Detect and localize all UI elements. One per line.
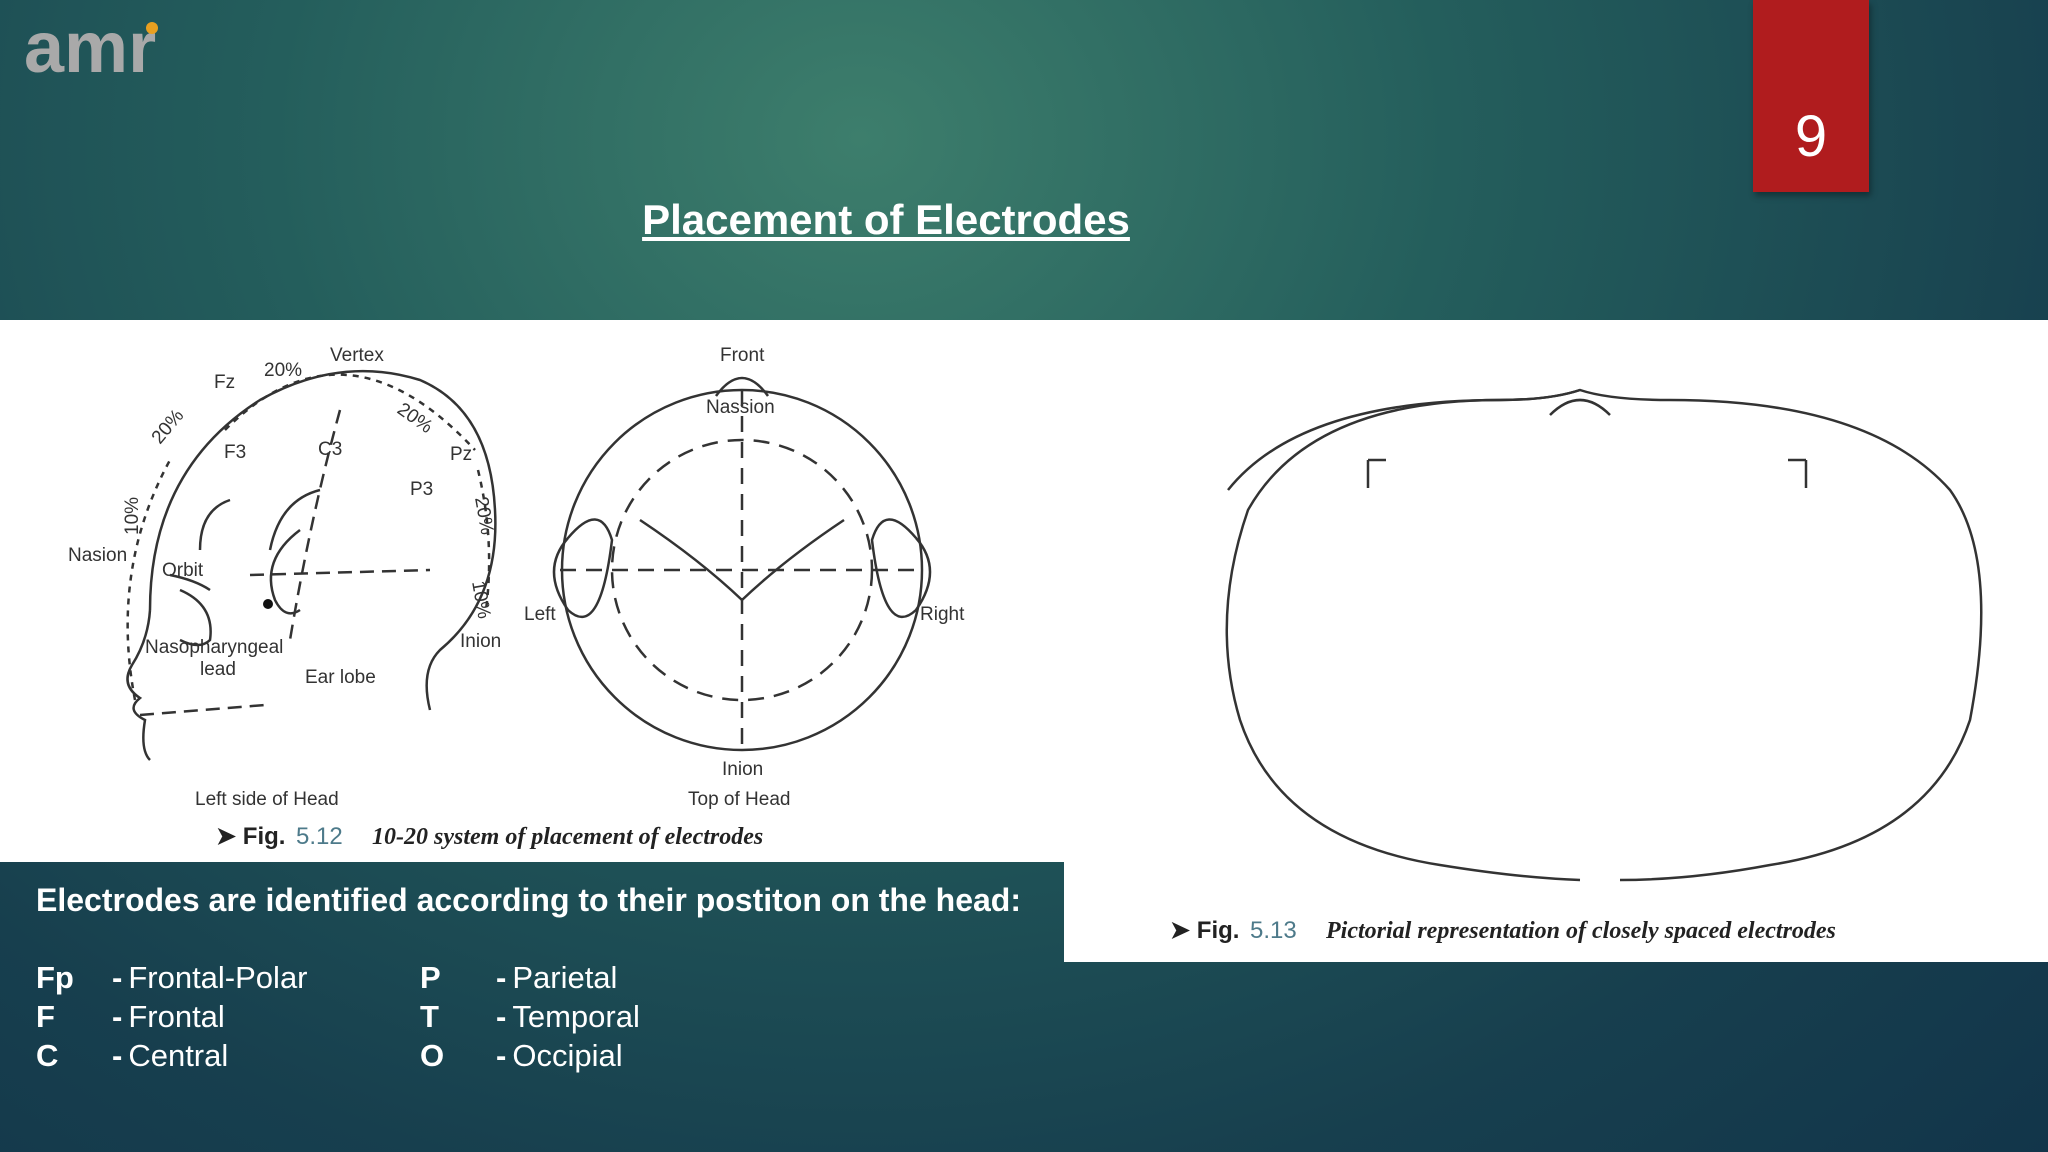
legend-abbr: T	[420, 999, 439, 1034]
fig-5-13-number: 5.13	[1250, 917, 1297, 944]
label-f3: F3	[224, 442, 246, 463]
label-nasion: Nasion	[68, 545, 127, 566]
legend-row: Fp -Frontal-Polar	[36, 958, 308, 997]
slide-title: Placement of Electrodes	[642, 196, 1130, 243]
label-inion: Inion	[460, 631, 501, 652]
legend-dash: -	[496, 1038, 507, 1073]
top-of-head	[552, 376, 932, 752]
legend-abbr: F	[36, 999, 55, 1034]
label-pct-5: 10%	[122, 497, 143, 535]
legend-dash: -	[496, 999, 507, 1034]
logo-text: amr	[24, 14, 156, 84]
legend-abbr: O	[420, 1038, 445, 1073]
label-left: Left	[524, 604, 556, 625]
fig-5-13-caption: Pictorial representation of closely spac…	[1325, 918, 1836, 944]
legend-dash: -	[112, 1038, 123, 1073]
legend-dash: -	[112, 999, 123, 1034]
electrode-info-heading: Electrodes are identified according to t…	[36, 882, 1021, 918]
slide-number-badge: 9	[1753, 0, 1869, 192]
label-c3: C3	[318, 439, 342, 460]
right-ear-outline	[870, 518, 932, 619]
nose-outline	[714, 376, 770, 397]
legend-row: P -Parietal	[420, 958, 640, 997]
legend-right-column: P-Parietal T-Temporal O-Occipial	[420, 958, 640, 1075]
head-outline	[148, 369, 497, 711]
fig-5-12-number: 5.12	[296, 823, 343, 850]
label-top-of-head: Top of Head	[688, 789, 790, 810]
label-left-side-of-head: Left side of Head	[195, 789, 339, 810]
legend-name: Frontal	[128, 999, 225, 1034]
legend-name: Parietal	[512, 960, 618, 995]
legend-row: T -Temporal	[420, 997, 640, 1036]
legend-name: Central	[128, 1038, 229, 1073]
label-pz: Pz	[450, 444, 472, 465]
label-ear-lobe: Ear lobe	[305, 667, 376, 688]
orbit-outline	[179, 588, 212, 647]
label-lead: lead	[200, 659, 236, 680]
fig-5-13-prefix: ➤ Fig.	[1170, 917, 1239, 944]
legend-row: O -Occipial	[420, 1036, 640, 1075]
legend-abbr: Fp	[36, 960, 74, 995]
dense-head-outline-left	[1225, 388, 1581, 882]
label-orbit: Orbit	[162, 560, 204, 581]
legend-row: C -Central	[36, 1036, 308, 1075]
amr-logo: amr	[24, 14, 158, 84]
fig-5-12-caption: 10-20 system of placement of electrodes	[372, 824, 763, 850]
legend-dash: -	[496, 960, 507, 995]
label-top-inion: Inion	[722, 759, 763, 780]
label-right: Right	[920, 604, 965, 625]
slide-number: 9	[1794, 104, 1828, 169]
label-nasopharyngeal: Nasopharyngeal	[145, 637, 283, 658]
legend-row: F -Frontal	[36, 997, 308, 1036]
legend-name: Temporal	[512, 999, 640, 1034]
legend-left-column: Fp-Frontal-Polar F-Frontal C-Central	[36, 958, 308, 1075]
left-ear-outline	[552, 518, 614, 619]
label-front: Front	[720, 345, 765, 366]
face-outline	[126, 609, 152, 761]
dense-head-outline-right	[1227, 388, 1983, 882]
legend-name: Occipial	[512, 1038, 623, 1073]
fig-5-12-prefix: ➤ Fig.	[216, 823, 285, 850]
left-side-head	[126, 369, 497, 761]
label-nassion: Nassion	[706, 397, 775, 418]
nasopharyngeal-electrode-icon	[263, 599, 273, 609]
dense-nose-outline	[1549, 398, 1611, 416]
label-fz: Fz	[214, 372, 235, 393]
legend-abbr: C	[36, 1038, 59, 1073]
label-pct-1: 20%	[264, 360, 302, 381]
fig-5-12-diagram: Vertex Nasion Orbit Inion Ear lobe Nasop…	[68, 345, 965, 850]
ear-outline	[269, 529, 301, 615]
figure-panel	[0, 320, 2048, 862]
label-pct-3: 20%	[148, 406, 189, 449]
label-pct-2: 20%	[393, 399, 436, 438]
label-p3: P3	[410, 479, 433, 500]
label-vertex: Vertex	[330, 345, 384, 366]
logo-dot-icon	[146, 22, 158, 34]
legend-abbr: P	[420, 960, 441, 995]
fig-5-13-diagram: ➤ Fig. 5.13 Pictorial representation of …	[1170, 388, 1983, 944]
legend-dash: -	[112, 960, 123, 995]
legend-name: Frontal-Polar	[128, 960, 308, 995]
